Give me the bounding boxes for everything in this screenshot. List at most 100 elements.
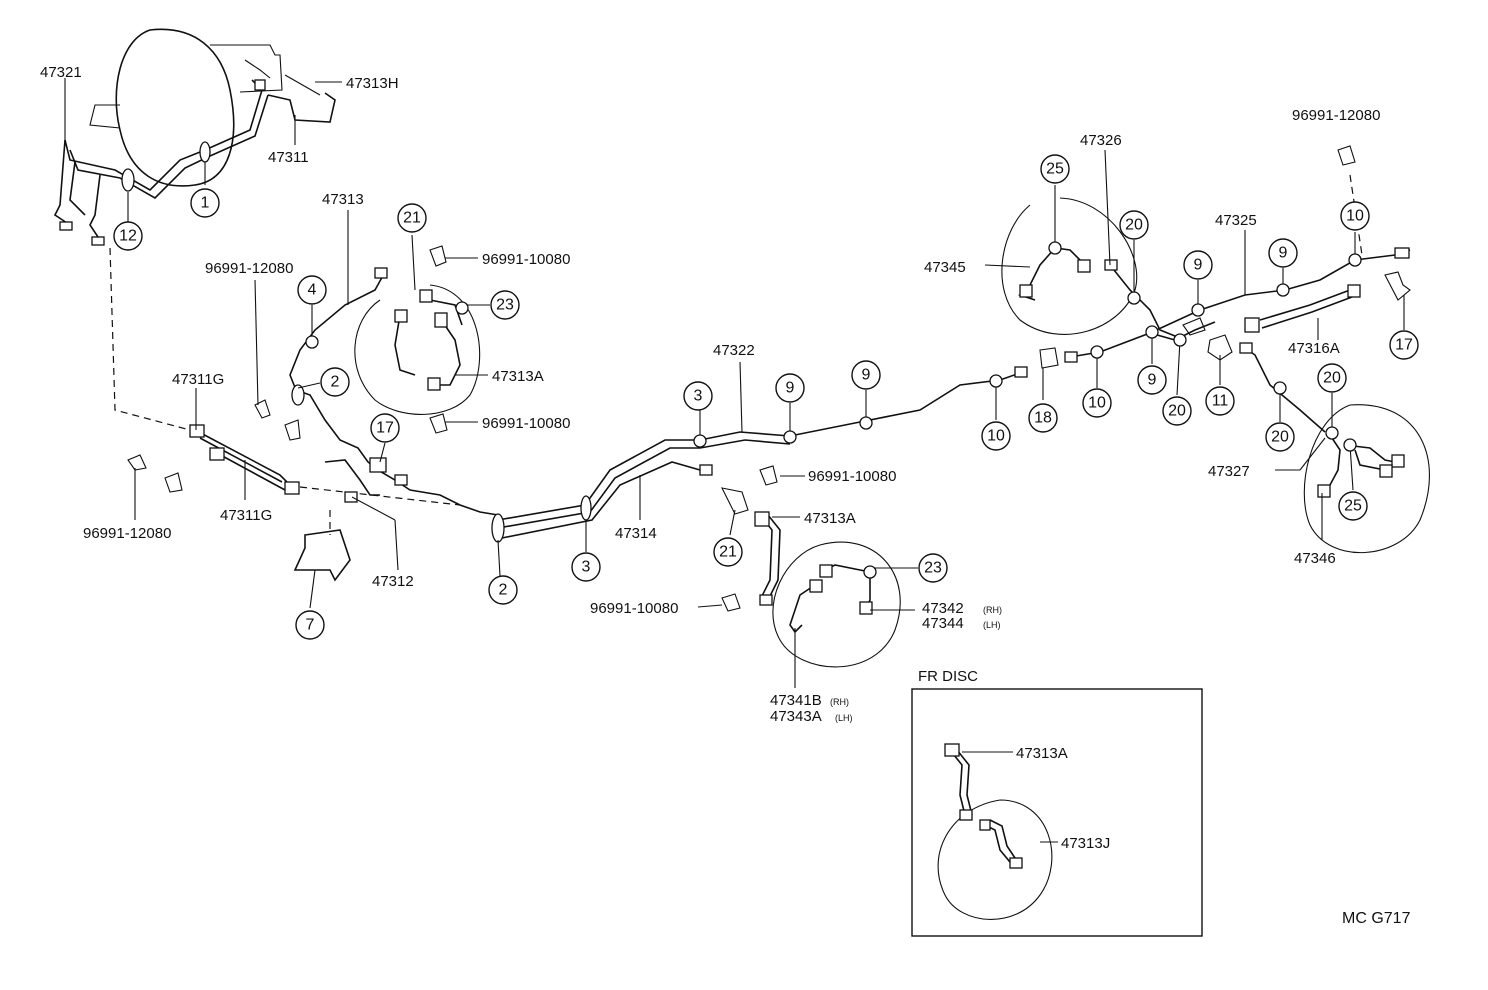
- part-47346: 47346: [1294, 550, 1336, 567]
- callout-18: 18: [1028, 403, 1058, 433]
- callout-25-top: 25: [1040, 154, 1070, 184]
- callout-20-b: 20: [1119, 210, 1149, 240]
- dashed-link-mid: [299, 486, 461, 506]
- svg-text:1: 1: [201, 195, 210, 212]
- callout-3-upper: 3: [683, 381, 713, 411]
- callout-9-b: 9: [851, 360, 881, 390]
- callout-20-c: 20: [1317, 363, 1347, 393]
- svg-text:10: 10: [1346, 208, 1364, 225]
- callout-2-upper: 2: [320, 367, 350, 397]
- callout-10-a: 10: [981, 421, 1011, 451]
- callout-23-top: 23: [490, 290, 520, 320]
- callout-2-lower: 2: [488, 575, 518, 605]
- part-47343A-lh: (LH): [835, 713, 853, 723]
- svg-text:21: 21: [719, 544, 737, 561]
- svg-text:20: 20: [1125, 217, 1143, 234]
- svg-text:18: 18: [1034, 410, 1052, 427]
- inset-part-47313A: 47313A: [1016, 745, 1068, 762]
- middle-brake-drum: [772, 541, 901, 668]
- svg-text:9: 9: [786, 380, 795, 397]
- callout-21-mid: 21: [713, 537, 743, 567]
- part-96991-10080-b: 96991-10080: [482, 415, 570, 432]
- part-47313: 47313: [322, 191, 364, 208]
- svg-text:10: 10: [1088, 395, 1106, 412]
- part-47345: 47345: [924, 259, 966, 276]
- hose-47313A-mid: [721, 487, 781, 606]
- svg-text:9: 9: [1148, 372, 1157, 389]
- dashed-link-left: [109, 247, 191, 431]
- clip-icons-left: [127, 145, 1356, 612]
- svg-text:23: 23: [924, 560, 942, 577]
- part-47342: 47342: [922, 600, 964, 617]
- svg-text:25: 25: [1344, 498, 1362, 515]
- callout-9-a: 9: [775, 373, 805, 403]
- part-labels: 47321 47313H 47311 47313 96991-12080 969…: [40, 64, 1380, 725]
- svg-text:25: 25: [1046, 161, 1064, 178]
- part-47325: 47325: [1215, 212, 1257, 229]
- diagram-code: MC G717: [1342, 910, 1411, 927]
- callout-3-lower: 3: [571, 552, 601, 582]
- part-47311: 47311: [268, 149, 309, 166]
- part-47341B-rh: (RH): [830, 697, 849, 707]
- part-47343A: 47343A: [770, 708, 822, 725]
- part-96991-10080-c: 96991-10080: [808, 468, 896, 485]
- part-47322: 47322: [713, 342, 755, 359]
- part-96991-12080-top: 96991-12080: [205, 260, 293, 277]
- svg-text:20: 20: [1323, 370, 1341, 387]
- inset-part-47313J: 47313J: [1061, 835, 1110, 852]
- svg-text:12: 12: [119, 228, 137, 245]
- svg-text:11: 11: [1212, 393, 1229, 410]
- rear-brake-tubes-right: [1039, 247, 1411, 433]
- callout-25-bottom: 25: [1338, 491, 1368, 521]
- fr-disc-inset: FR DISC 47313A 47313J: [911, 668, 1203, 937]
- svg-text:17: 17: [1395, 337, 1413, 354]
- callout-17-right: 17: [1389, 330, 1419, 360]
- svg-text:23: 23: [496, 297, 514, 314]
- part-47311G-a: 47311G: [172, 371, 224, 388]
- part-96991-10080-d: 96991-10080: [590, 600, 678, 617]
- svg-text:20: 20: [1271, 429, 1289, 446]
- callout-17-left: 17: [370, 413, 400, 443]
- callout-20-a: 20: [1162, 396, 1192, 426]
- part-47326: 47326: [1080, 132, 1122, 149]
- part-47342-rh: (RH): [983, 605, 1002, 615]
- part-47311G-b: 47311G: [220, 507, 272, 524]
- part-47313H: 47313H: [346, 75, 399, 92]
- callout-9-e: 9: [1268, 238, 1298, 268]
- callout-20-d: 20: [1265, 422, 1295, 452]
- part-96991-12080-left: 96991-12080: [83, 525, 171, 542]
- svg-text:20: 20: [1168, 403, 1186, 420]
- svg-text:9: 9: [1279, 245, 1288, 262]
- callout-4: 4: [297, 275, 327, 305]
- callout-21-top: 21: [397, 203, 427, 233]
- part-47321: 47321: [40, 64, 82, 81]
- brake-tube-47313: [289, 267, 499, 516]
- right-upper-drum: [1001, 197, 1138, 335]
- right-lower-drum: [1303, 404, 1430, 554]
- left-brake-drum: [354, 284, 481, 415]
- svg-text:7: 7: [306, 617, 315, 634]
- callout-11: 11: [1205, 386, 1235, 416]
- svg-text:3: 3: [694, 388, 703, 405]
- callouts: 1 12 21 23 4 2 17 7 2 3 3 9 9 10 18 10 9…: [113, 154, 1419, 640]
- part-47344: 47344: [922, 615, 964, 632]
- junction-dots: [305, 241, 1362, 579]
- part-47344-lh: (LH): [983, 620, 1001, 630]
- bracket-7: [293, 529, 351, 582]
- part-96991-10080-a: 96991-10080: [482, 251, 570, 268]
- brake-booster-drawing: [89, 28, 283, 187]
- hose-47311G: [189, 424, 300, 495]
- svg-text:9: 9: [862, 367, 871, 384]
- front-brake-tubes: [53, 74, 336, 246]
- callout-12: 12: [113, 221, 143, 251]
- callout-9-d: 9: [1183, 250, 1213, 280]
- leader-lines: [64, 78, 1405, 688]
- svg-text:2: 2: [499, 582, 508, 599]
- callout-10-c: 10: [1340, 201, 1370, 231]
- svg-text:9: 9: [1194, 257, 1203, 274]
- part-47314: 47314: [615, 525, 657, 542]
- part-47313A-left: 47313A: [492, 368, 544, 385]
- part-47312: 47312: [372, 573, 414, 590]
- svg-text:21: 21: [403, 210, 421, 227]
- part-47341B: 47341B: [770, 692, 822, 709]
